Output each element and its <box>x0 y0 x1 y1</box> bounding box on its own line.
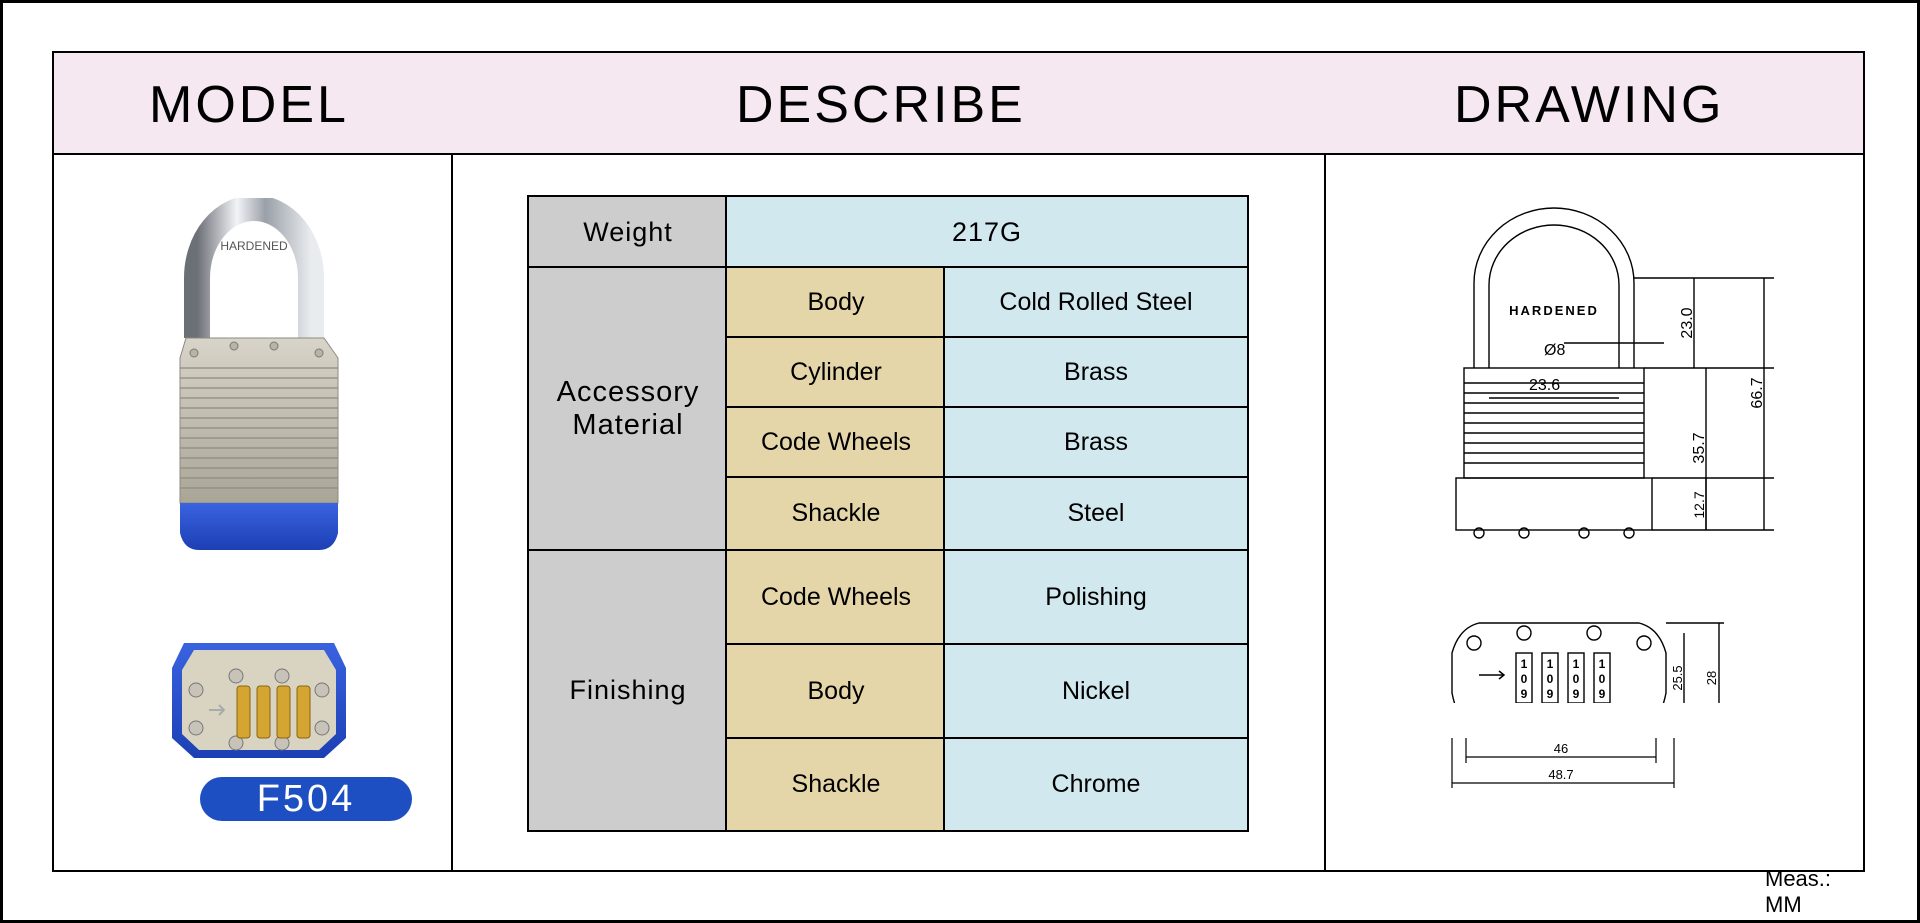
shackle-diameter-label: Ø8 <box>1544 342 1565 359</box>
material-cell: Steel <box>945 477 1247 550</box>
dial-digit: 9 <box>1547 687 1554 701</box>
part-cell: Code Wheels <box>727 550 945 644</box>
grid-line <box>529 266 1247 268</box>
inner-width-label: 23.6 <box>1529 377 1560 394</box>
finish-cell: Chrome <box>945 738 1247 830</box>
material-cell: Cold Rolled Steel <box>945 267 1247 337</box>
units-note: Meas.: MM <box>1765 866 1832 917</box>
finish-cell: Polishing <box>945 550 1247 644</box>
grid-line <box>725 476 1247 478</box>
accessory-material-label: Accessory Material <box>529 267 727 550</box>
dial-digit: 1 <box>1573 657 1580 671</box>
dial-digit: 9 <box>1599 687 1606 701</box>
describe-heading: DESCRIBE <box>736 76 1026 134</box>
padlock-photo: HARDENED <box>172 198 346 758</box>
grid-line <box>725 737 1247 739</box>
header-bar: MODEL DESCRIBE DRAWING <box>54 53 1863 155</box>
spec-table: Weight 217G Accessory Material Body Cold… <box>527 195 1249 832</box>
spec-sheet: MODEL DESCRIBE DRAWING HARDENED <box>52 51 1865 917</box>
weight-label: Weight <box>529 197 727 267</box>
outer-depth-label: 28 <box>1704 671 1719 685</box>
dial-digit: 0 <box>1599 672 1606 686</box>
part-cell: Cylinder <box>727 337 945 407</box>
part-cell: Shackle <box>727 738 945 830</box>
dial-digit: 1 <box>1521 657 1528 671</box>
grid-line <box>943 267 945 830</box>
drawing-heading: DRAWING <box>1454 76 1725 134</box>
part-cell: Code Wheels <box>727 407 945 477</box>
svg-text:HARDENED: HARDENED <box>220 239 288 253</box>
dial-digit: 9 <box>1521 687 1528 701</box>
total-height-label: 66.7 <box>1749 377 1766 408</box>
finish-cell: Nickel <box>945 644 1247 738</box>
outer-length-label: 48.7 <box>1548 767 1573 782</box>
part-cell: Body <box>727 267 945 337</box>
finishing-label: Finishing <box>529 550 727 830</box>
weight-value: 217G <box>727 197 1247 267</box>
dial-digit: 0 <box>1547 672 1554 686</box>
dial-digit: 0 <box>1573 672 1580 686</box>
model-code-badge: F504 <box>200 777 412 821</box>
top-view-dimensions: 46 48.7 <box>1451 738 1675 788</box>
engraving-label: HARDENED <box>1509 303 1599 318</box>
body-height-label: 35.7 <box>1691 432 1708 463</box>
dial-digit: 0 <box>1521 672 1528 686</box>
material-cell: Brass <box>945 337 1247 407</box>
shackle-height-label: 23.0 <box>1679 307 1696 338</box>
dial-digit: 1 <box>1599 657 1606 671</box>
column-divider <box>1324 153 1326 872</box>
part-cell: Body <box>727 644 945 738</box>
grid-line <box>725 406 1247 408</box>
inner-length-label: 46 <box>1554 741 1568 756</box>
grid-line <box>725 336 1247 338</box>
grid-line <box>529 549 1247 551</box>
grid-line <box>725 643 1247 645</box>
material-cell: Brass <box>945 407 1247 477</box>
dial-digit: 1 <box>1547 657 1554 671</box>
base-height-label: 12.7 <box>1691 491 1707 518</box>
technical-drawing: HARDENED Ø8 23.6 23.0 35.7 12.7 66.7 25.… <box>1451 207 1774 703</box>
grid-line <box>725 197 727 830</box>
dial-digit: 9 <box>1573 687 1580 701</box>
model-heading: MODEL <box>149 76 349 134</box>
part-cell: Shackle <box>727 477 945 550</box>
inner-depth-label: 25.5 <box>1670 665 1685 690</box>
column-divider <box>451 153 453 872</box>
